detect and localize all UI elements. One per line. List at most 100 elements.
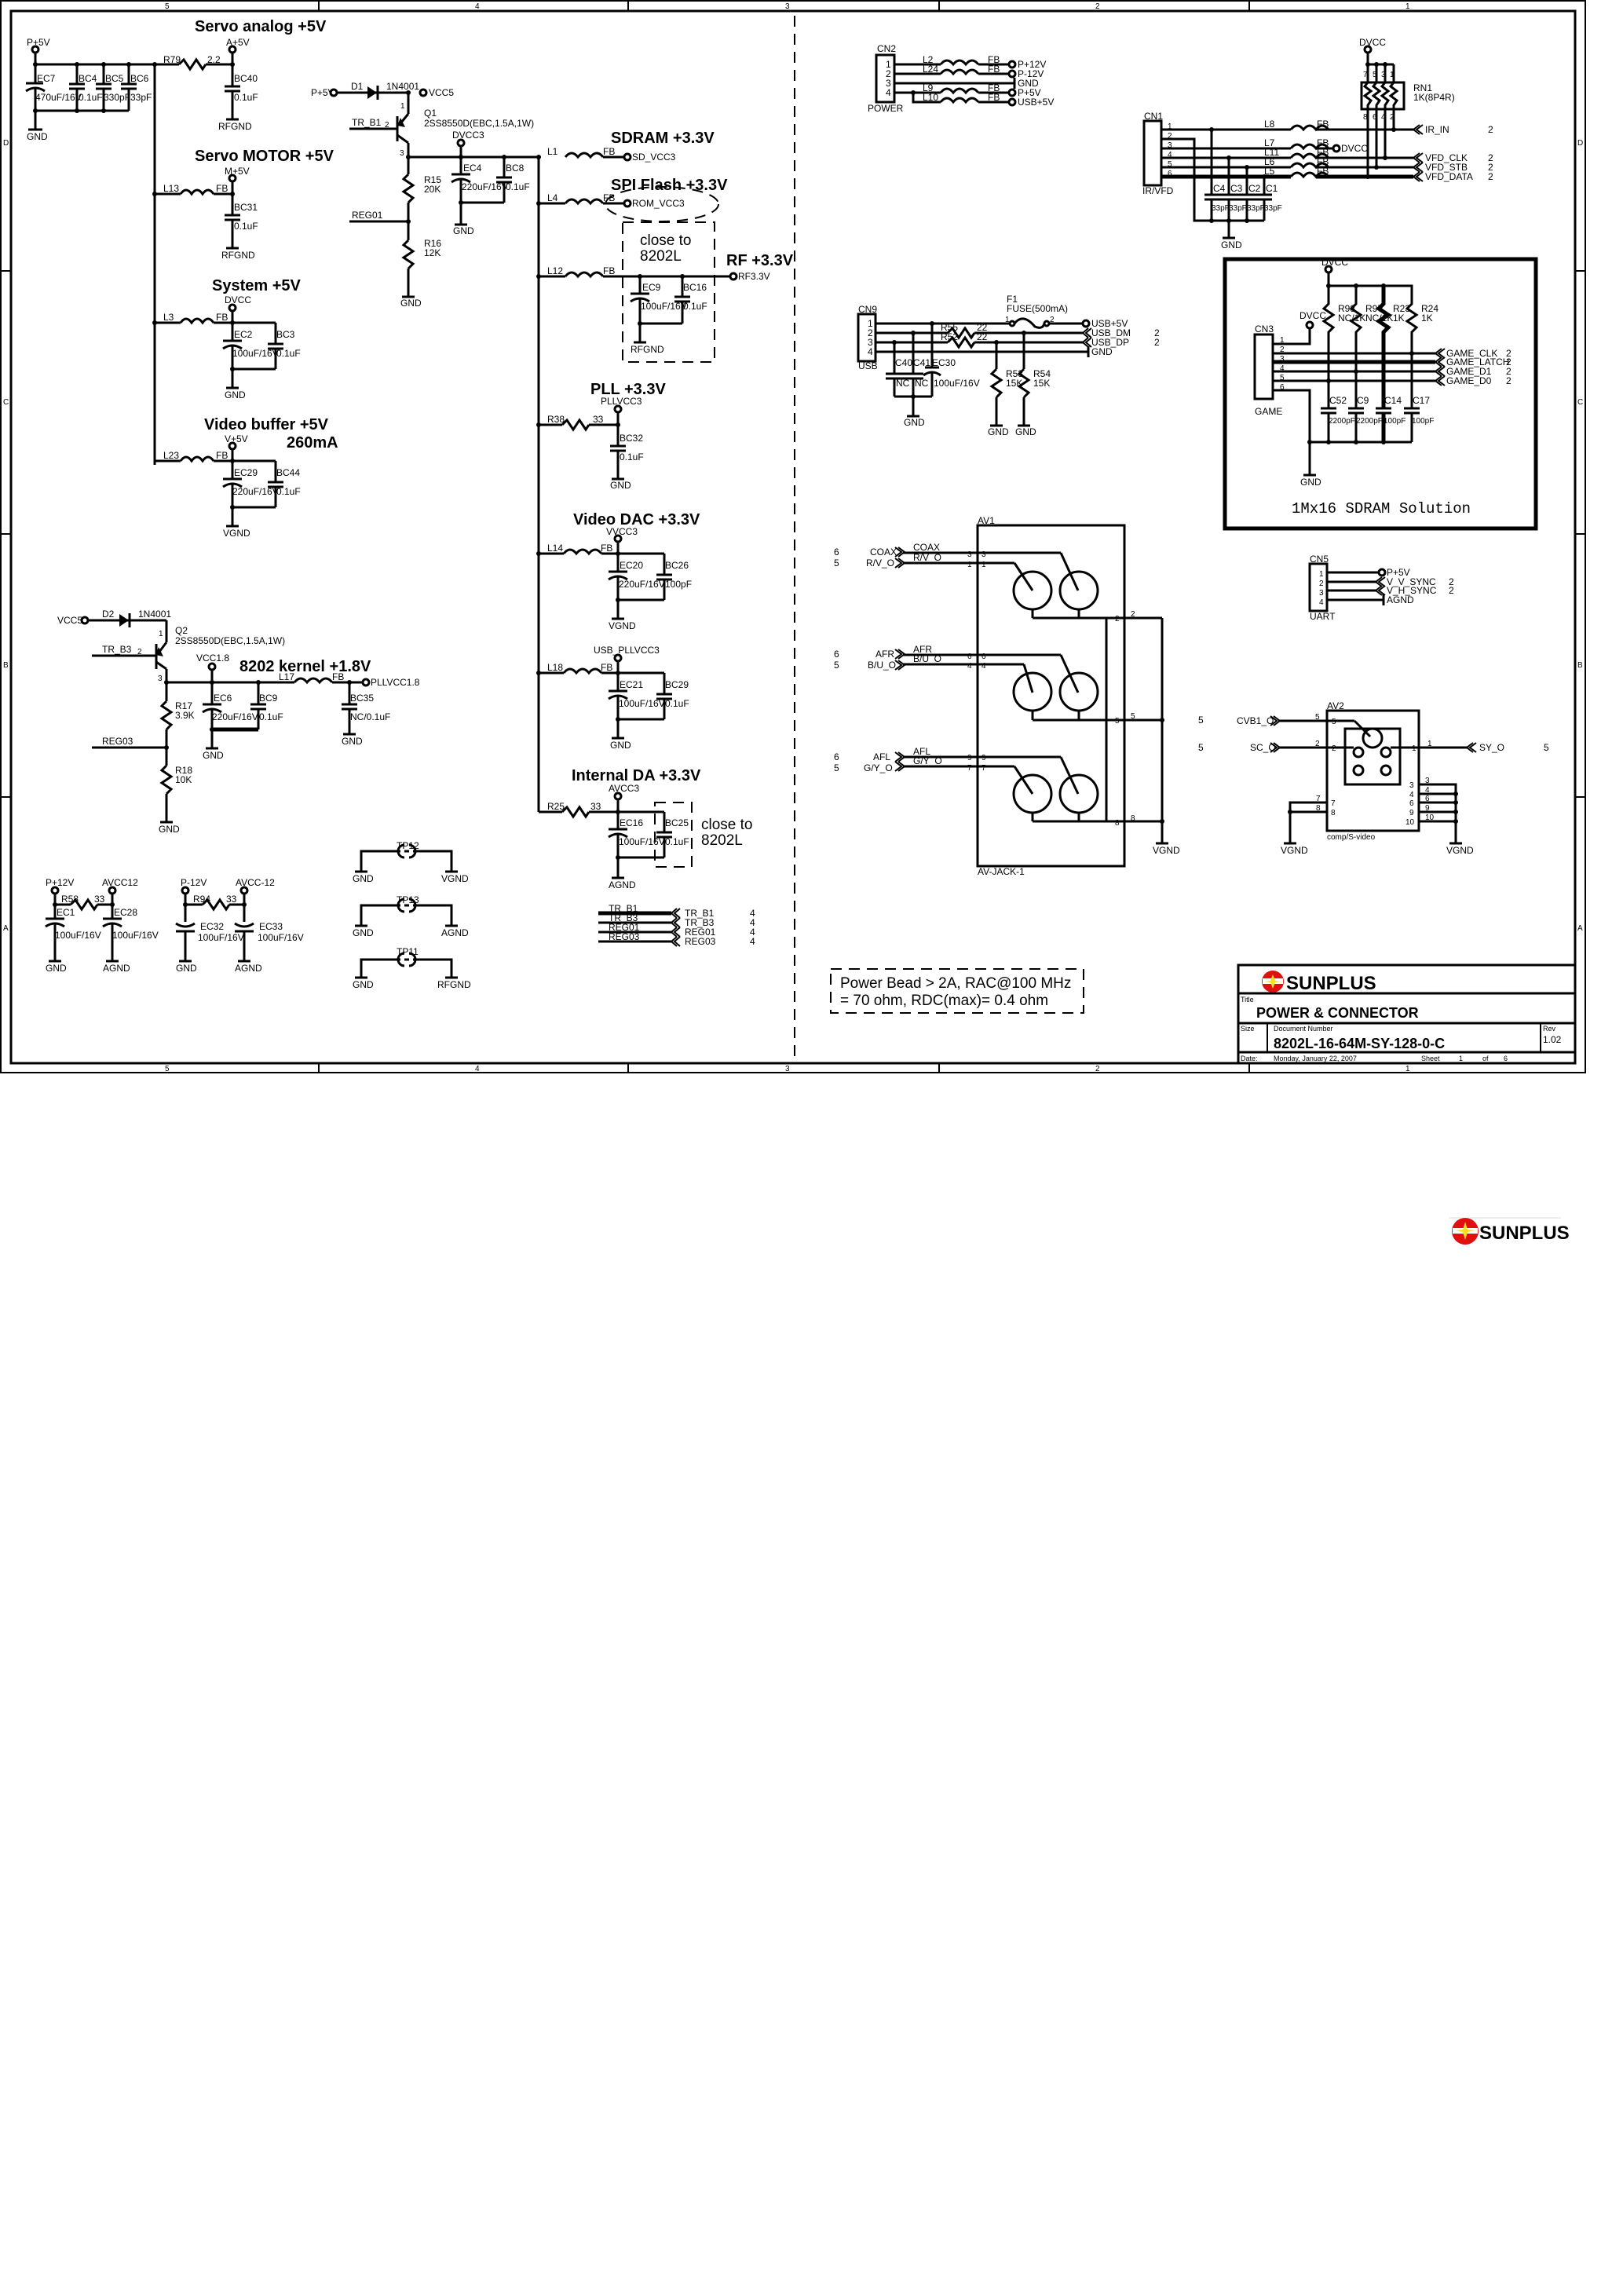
schematic-label: EC28	[114, 907, 137, 918]
schematic-label: L4	[547, 192, 558, 203]
net-port-icon	[1363, 45, 1373, 54]
schematic-label: C40	[895, 357, 912, 368]
wire	[989, 367, 1003, 399]
cn3-game-connector: DVCC DVCC CN3 1 2 3 4 5 6 GAME R98NC/1K …	[1223, 257, 1538, 531]
schematic-label: 7	[1316, 795, 1321, 803]
schematic-label: L2	[923, 54, 934, 65]
schematic-label: 2	[1050, 316, 1055, 324]
schematic-label: FB	[601, 662, 612, 673]
wire	[179, 317, 215, 325]
wire	[976, 524, 1126, 868]
schematic-label: M+5V	[225, 166, 250, 177]
schematic-label: 2	[1506, 356, 1512, 367]
schematic-label: 33	[94, 894, 105, 905]
schematic-label: PLL +3.3V	[590, 381, 666, 398]
wire	[293, 677, 334, 685]
junction-dot	[1381, 440, 1386, 444]
schematic-label: 100uF/16V	[619, 698, 665, 709]
offpage-connectors: TR_B1 TR_B3 REG01 REG03 TR_B1 TR_B3 REG0…	[598, 903, 755, 947]
wire	[939, 59, 980, 67]
schematic-label: RFGND	[218, 121, 252, 132]
schematic-label: CN3	[1255, 324, 1274, 335]
sunplus-star-icon	[1264, 974, 1281, 989]
wire	[1059, 756, 1080, 795]
schematic-label: 5	[834, 762, 839, 773]
schematic-label: R/V_O	[866, 558, 894, 569]
schematic-label: GND	[27, 131, 48, 142]
schematic-label: ROM_VCC3	[632, 198, 685, 209]
schematic-label: B/U_O	[868, 660, 896, 671]
junction-dot	[1160, 718, 1164, 722]
schematic-label: 2	[868, 327, 873, 338]
cn1-ir-vfd-connector: CN1 1 2 3 4 5 6 IR/VFD DVCC 7 5 3 1 RN1 …	[1142, 37, 1493, 250]
schematic-label: D1	[351, 81, 364, 92]
schematic-label: EC9	[642, 282, 661, 293]
schematic-label: TR_B3	[685, 917, 715, 928]
internal-da-section: Internal DA +3.3V AVCC3 R25 33 EC16100uF…	[539, 767, 752, 890]
schematic-label: 100uF/16V	[198, 932, 244, 943]
schematic-label: 10K	[175, 774, 192, 785]
schematic-label: comp/S-video	[1327, 833, 1376, 842]
schematic-label: BC9	[259, 693, 278, 704]
schematic-label: NC	[896, 378, 910, 389]
wire	[561, 418, 590, 432]
schematic-label: 6	[1280, 383, 1285, 392]
wire	[69, 898, 99, 912]
zone-label: 4	[475, 2, 480, 11]
schematic-label: REG01	[609, 922, 640, 933]
schematic-label: Sheet	[1421, 1055, 1440, 1062]
schematic-label: 3	[1381, 71, 1386, 79]
schematic-label: 7	[1363, 71, 1368, 79]
junction-dot	[1326, 378, 1331, 383]
schematic-label: CN2	[877, 43, 896, 54]
schematic-label: TR_B1	[609, 903, 638, 914]
net-port-icon	[1377, 568, 1387, 577]
net-port-icon	[419, 88, 428, 97]
junction-dot	[502, 155, 506, 159]
sunplus-logo: SUNPLUS	[1262, 971, 1376, 994]
schematic-label: Date:	[1241, 1055, 1258, 1062]
schematic-label: VGND	[609, 620, 636, 631]
schematic-label: BC44	[276, 467, 300, 478]
sheet-title: POWER & CONNECTOR	[1256, 1005, 1419, 1021]
net-port-icon	[228, 303, 237, 313]
schematic-label: EC33	[259, 921, 283, 932]
junction-dot	[1326, 440, 1331, 444]
schematic-label: 1	[1412, 744, 1416, 753]
schematic-label: 2SS8550D(EBC,1.5A,1W)	[175, 635, 285, 646]
junction-dot	[536, 155, 541, 159]
wire	[1237, 963, 1577, 1065]
schematic-label: 4	[886, 87, 891, 98]
schematic-label: USB	[858, 360, 878, 371]
schematic-label: TR_B3	[102, 644, 132, 655]
schematic-label: V+5V	[225, 433, 248, 444]
schematic-label: AV2	[1327, 700, 1344, 711]
wire	[1362, 64, 1373, 151]
junction-dot	[1160, 819, 1164, 824]
wire	[1321, 286, 1336, 408]
schematic-label: 100uF/16V	[112, 930, 159, 941]
schematic-label: C17	[1413, 395, 1430, 406]
wire	[397, 133, 409, 144]
schematic-label: 2	[1168, 132, 1172, 141]
wire	[201, 898, 231, 912]
schematic-label: 1	[886, 59, 891, 70]
schematic-label: REG01	[352, 210, 383, 221]
schematic-label: FB	[603, 146, 615, 157]
schematic-label: V_H_SYNC	[1387, 585, 1437, 596]
schematic-label: Servo MOTOR +5V	[195, 148, 334, 165]
schematic-label: TR_B1	[685, 908, 715, 919]
schematic-label: R97	[1365, 303, 1383, 314]
schematic-label: SDRAM +3.3V	[611, 130, 715, 147]
schematic-label: AVCC3	[609, 783, 639, 794]
schematic-label: 220uF/16V	[212, 711, 258, 722]
net-port-icon	[228, 45, 237, 54]
schematic-label: GND	[225, 389, 246, 400]
wire	[939, 68, 980, 76]
schematic-label: = 70 ohm, RDC(max)= 0.4 ohm	[840, 993, 1048, 1009]
schematic-label: RF +3.3V	[726, 252, 794, 269]
junction-dot	[1058, 773, 1099, 814]
schematic-label: 4	[750, 917, 755, 928]
